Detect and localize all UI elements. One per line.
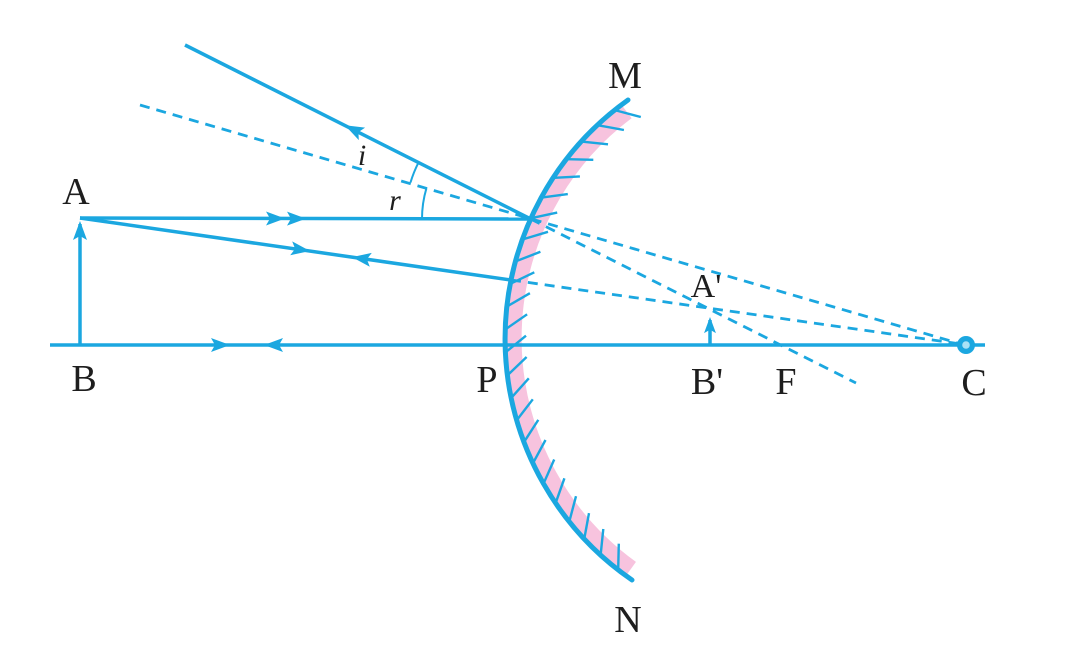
mirror-hatch-mark	[507, 356, 528, 376]
mirror-hatch-mark	[599, 528, 605, 555]
normal-dashed-line	[139, 103, 962, 346]
mirror-hatch-mark	[523, 230, 549, 241]
mirror-back-band	[504, 104, 636, 576]
mirror-hatch-mark	[523, 419, 540, 442]
angle-r-arc	[420, 188, 428, 220]
label-angle-of-incidence: i	[358, 139, 366, 172]
mirror-hatch-mark	[617, 543, 620, 570]
mirror-hatch-mark	[542, 459, 556, 484]
mirror-hatch-mark	[511, 377, 530, 398]
label-image-foot: B'	[691, 361, 723, 403]
mirror-hatch-mark	[507, 292, 531, 307]
label-image-head: A'	[691, 268, 722, 305]
mirror-hatch-mark	[532, 211, 558, 220]
label-angle-of-reflection: r	[389, 184, 401, 217]
mirror-hatch-mark	[532, 439, 547, 463]
mirror-hatch-mark	[554, 477, 566, 503]
mirror-hatch-mark	[615, 109, 642, 119]
mirror-hatch-mark	[516, 398, 534, 421]
mirror-hatch-mark	[598, 124, 625, 132]
label-pole: P	[476, 359, 497, 401]
label-centre-of-curvature: C	[961, 362, 986, 404]
label-object-head: A	[62, 171, 90, 213]
label-object-foot: B	[71, 358, 96, 400]
label-mirror-bottom: N	[614, 599, 641, 641]
convex-mirror-arc	[502, 97, 635, 583]
reflected-ray-extension-dashed	[530, 217, 857, 385]
mirror-hatch-mark	[542, 192, 568, 199]
mirror-hatch-mark	[554, 175, 580, 179]
reflected-ray-arrowhead	[341, 119, 366, 141]
label-principal-focus: F	[775, 361, 796, 403]
mirror-hatch-mark	[568, 495, 578, 522]
mirror-hatch-mark	[582, 140, 609, 146]
mirror-hatching	[505, 109, 642, 570]
toward-centre-extension-dashed	[510, 278, 962, 346]
label-mirror-top: M	[608, 55, 642, 97]
mirror-hatch-mark	[505, 313, 528, 330]
centre-of-curvature-marker-core	[962, 341, 970, 349]
mirror-hatch-mark	[567, 158, 594, 161]
mirror-hatch-mark	[583, 512, 591, 539]
angle-i-arc	[409, 161, 420, 183]
mirror-hatch-mark	[516, 250, 541, 263]
